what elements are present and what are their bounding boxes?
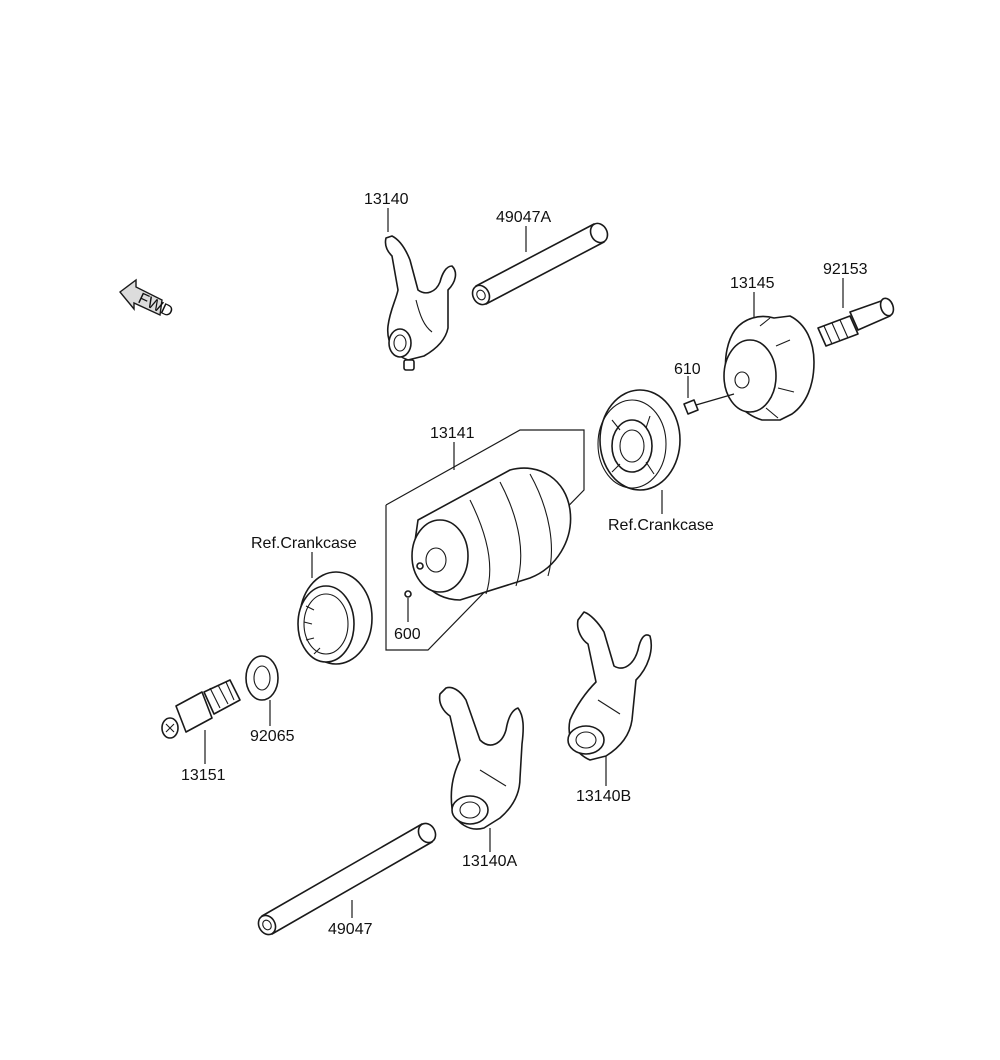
shaft-49047A[interactable] (469, 220, 611, 307)
label-49047A: 49047A (496, 209, 551, 226)
label-92153: 92153 (823, 261, 868, 278)
bolt-92153[interactable] (817, 296, 896, 347)
leader-lines (204, 208, 844, 918)
bearing-left-ref-crankcase (297, 571, 373, 665)
drum-bracket (385, 429, 585, 651)
bearing-right-ref-crankcase (597, 389, 681, 491)
pin-610[interactable] (683, 393, 735, 415)
label-610: 610 (674, 361, 701, 378)
label-13141: 13141 (430, 425, 475, 442)
label-13151: 13151 (181, 767, 226, 784)
cam-plate-13145[interactable] (723, 315, 815, 421)
shift-fork-13140B[interactable] (567, 611, 652, 761)
pin-600[interactable] (404, 590, 412, 622)
shift-fork-13140A[interactable] (438, 686, 524, 830)
label-13145: 13145 (730, 275, 775, 292)
fwd-arrow-icon: FWD (118, 278, 176, 321)
shift-fork-13140[interactable] (384, 235, 457, 371)
shift-drum-13141[interactable] (411, 467, 572, 601)
label-600: 600 (394, 626, 421, 643)
label-ref-crankcase-left: Ref.Crankcase (251, 535, 357, 552)
label-49047: 49047 (328, 921, 373, 938)
label-13140B: 13140B (576, 788, 631, 805)
switch-13151[interactable] (161, 679, 241, 739)
label-13140A: 13140A (462, 853, 517, 870)
label-ref-crankcase-right: Ref.Crankcase (608, 517, 714, 534)
washer-92065[interactable] (245, 655, 279, 701)
shaft-49047[interactable] (255, 820, 439, 937)
label-92065: 92065 (250, 728, 295, 745)
label-13140: 13140 (364, 191, 409, 208)
fwd-text: FWD (135, 290, 175, 321)
